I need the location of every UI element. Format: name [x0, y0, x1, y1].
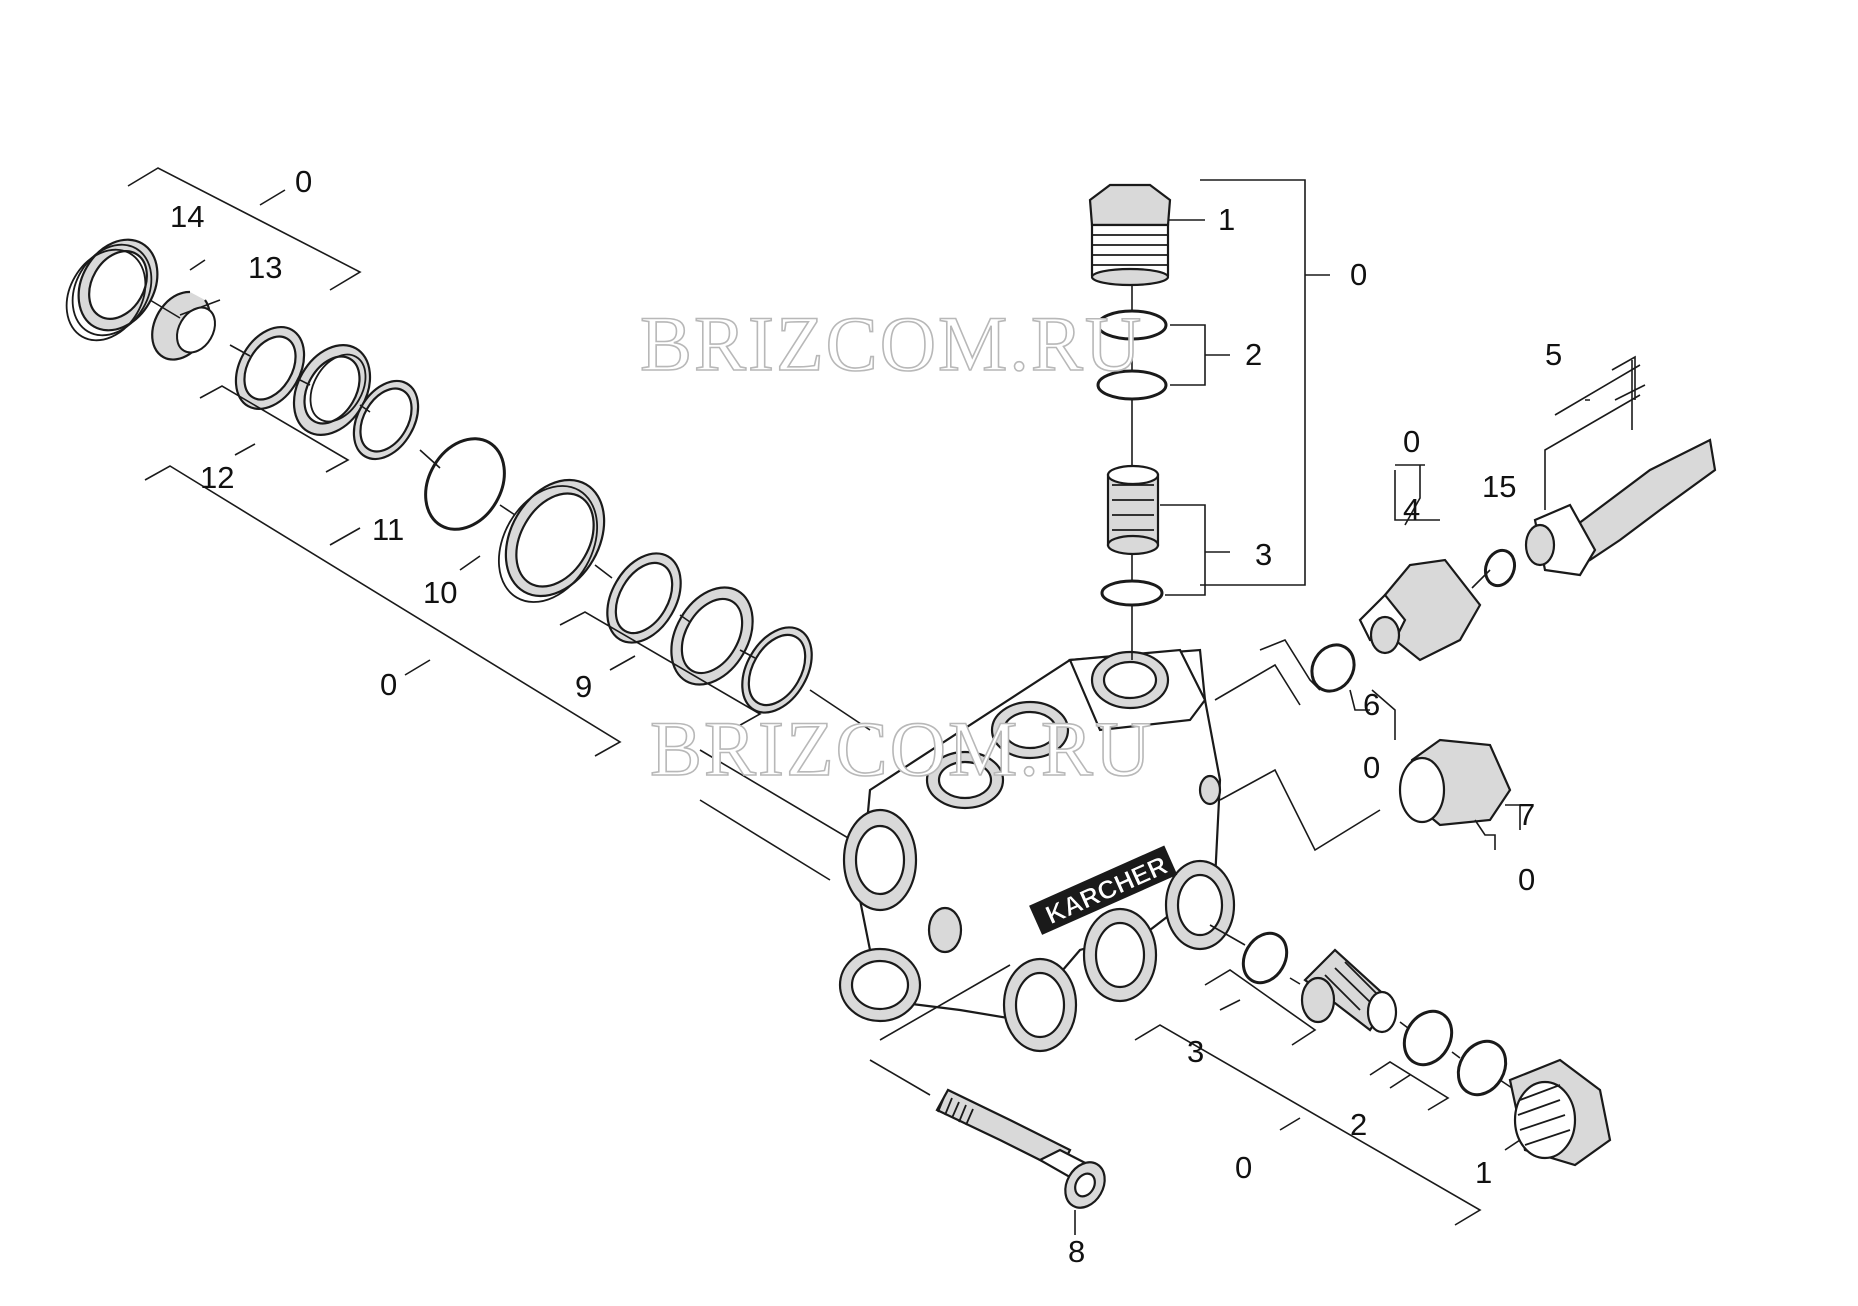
valve-cage-part: [1106, 464, 1160, 556]
threaded-fitting-part: [1398, 738, 1512, 827]
o-ring-part: [1096, 369, 1168, 401]
label-10: 10: [423, 575, 457, 610]
label-1-bottom: 1: [1475, 1155, 1492, 1190]
label-0-fitting-7: 0: [1518, 862, 1535, 897]
label-14: 14: [170, 199, 204, 234]
label-9: 9: [575, 669, 592, 704]
label-15: 15: [1482, 469, 1516, 504]
right-fittings: [1214, 355, 1717, 852]
pump-head-body: KARCHER: [838, 648, 1236, 1053]
label-0-right: 0: [1350, 257, 1367, 292]
label-0-left: 0: [380, 667, 397, 702]
o-ring-part: [1456, 1039, 1508, 1097]
hose-nipple-part: [1524, 438, 1717, 577]
label-3-top: 3: [1255, 537, 1272, 572]
left-seal-stack: [65, 167, 871, 881]
label-3-bottom: 3: [1187, 1034, 1204, 1069]
watermark-middle: BRIZCOM.RU: [650, 705, 1153, 792]
label-13: 13: [248, 250, 282, 285]
threaded-nut-part: [65, 238, 159, 342]
o-ring-part: [1310, 643, 1356, 693]
o-ring-part: [1100, 579, 1164, 607]
label-2-bottom: 2: [1350, 1107, 1367, 1142]
o-ring-part: [1483, 548, 1517, 588]
label-8: 8: [1068, 1234, 1085, 1269]
label-0-fitting-6: 0: [1363, 750, 1380, 785]
o-ring-part: [424, 437, 506, 531]
hex-fitting-part: [1358, 558, 1482, 662]
label-6: 6: [1363, 687, 1380, 722]
label-5: 5: [1545, 337, 1562, 372]
bottom-valve-stack: [1134, 924, 1612, 1226]
watermark-top: BRIZCOM.RU: [640, 300, 1143, 387]
label-0-top-left: 0: [295, 164, 312, 199]
label-7: 7: [1518, 797, 1535, 832]
top-valve-stack: [1088, 179, 1330, 660]
o-ring-part: [1402, 1009, 1454, 1067]
o-ring-part: [1241, 931, 1289, 985]
valve-cage-part: [1300, 948, 1398, 1034]
bolt-part: [869, 964, 1106, 1235]
hex-plug-part: [1088, 183, 1172, 287]
label-1-top: 1: [1218, 202, 1235, 237]
hex-plug-part: [1508, 1058, 1612, 1167]
o-ring-part: [1096, 309, 1168, 341]
label-2-top: 2: [1245, 337, 1262, 372]
label-12: 12: [200, 460, 234, 495]
label-0-fitting-4: 0: [1403, 424, 1420, 459]
label-11: 11: [372, 512, 404, 547]
label-0-bottom: 0: [1235, 1150, 1252, 1185]
sleeve-part: [497, 478, 606, 603]
label-4: 4: [1403, 492, 1420, 527]
